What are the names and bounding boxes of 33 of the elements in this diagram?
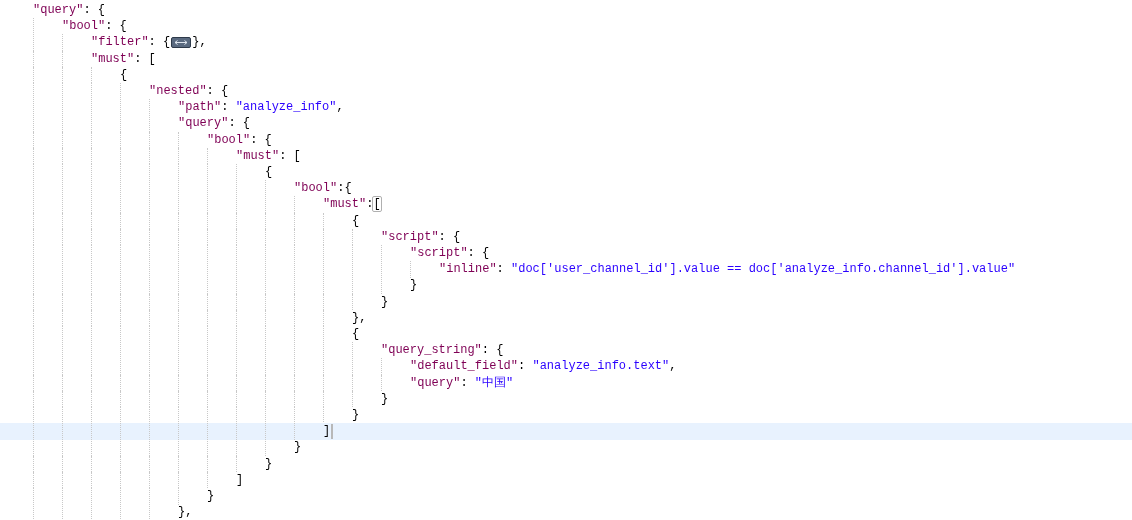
code-line: "script": { xyxy=(381,228,461,245)
code-line: }, xyxy=(192,34,207,51)
code-line: "path": "analyze_info", xyxy=(178,99,344,116)
code-line: "filter": { xyxy=(91,34,171,51)
code-line: "query_string": { xyxy=(381,342,504,359)
code-line: }, xyxy=(352,309,367,326)
code-line: } xyxy=(381,390,389,407)
code-line: } xyxy=(207,488,215,504)
code-line: { xyxy=(265,164,273,180)
code-line: "bool":{ xyxy=(294,180,352,197)
code-line: "must":[ xyxy=(323,196,381,213)
code-line: { xyxy=(120,66,128,83)
code-line: "query": "中国" xyxy=(410,374,514,391)
code-line: "default_field": "analyze_info.text", xyxy=(410,358,677,375)
code-line: } xyxy=(352,407,360,423)
code-line: "must": [ xyxy=(236,147,301,164)
code-line: { xyxy=(352,212,360,229)
code-line: "must": [ xyxy=(91,50,156,67)
code-line: "inline": "doc['user_channel_id'].value == doc['analyze_info.channel_id'].value" xyxy=(439,261,1016,278)
code-line: "query": { xyxy=(33,2,106,18)
code-line: { xyxy=(352,326,360,342)
code-line: "bool": { xyxy=(62,18,127,35)
code-line: "query": { xyxy=(178,115,251,132)
code-line: } xyxy=(265,455,273,472)
code-line: }, xyxy=(178,504,193,520)
code-line: } xyxy=(410,277,418,294)
code-line: ] xyxy=(323,423,331,440)
code-line: ] xyxy=(236,471,244,488)
code-line: "bool": { xyxy=(207,131,272,148)
code-line: } xyxy=(381,293,389,310)
code-line: "nested": { xyxy=(149,83,229,99)
code-line: } xyxy=(294,439,302,456)
code-line: "script": { xyxy=(410,245,490,261)
